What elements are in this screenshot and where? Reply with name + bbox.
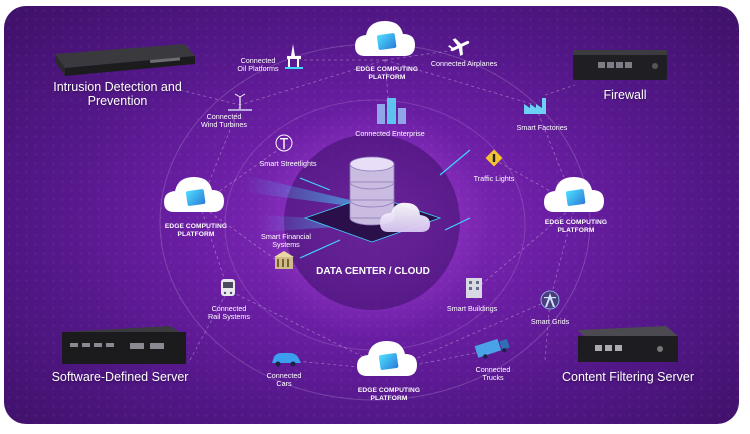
data-center-title: DATA CENTER / CLOUD xyxy=(316,266,430,277)
oil-platforms-line1: Connected xyxy=(240,56,276,65)
data-center-icon xyxy=(303,156,442,243)
smart-financial-line1: Smart Financial xyxy=(261,232,311,241)
smart-financial-systems-label: Smart Financial Systems xyxy=(258,232,314,250)
financial-building-icon xyxy=(274,251,294,269)
smart-buildings-label: Smart Buildings xyxy=(446,304,498,313)
car-icon xyxy=(272,353,301,367)
connected-cars-label: Connected Cars xyxy=(260,371,308,389)
edge-platform-line2: PLATFORM xyxy=(370,394,408,402)
traffic-light-icon xyxy=(485,149,503,167)
oil-platforms-label: Connected Oil Platforms xyxy=(228,56,288,74)
software-defined-server-label: Software-Defined Server xyxy=(51,370,189,384)
connected-trucks-label: Connected Trucks xyxy=(468,365,518,383)
connected-trucks-line1: Connected xyxy=(475,365,511,374)
airplane-icon xyxy=(447,38,470,56)
rail-systems-line2: Rail Systems xyxy=(208,312,250,322)
intrusion-detection-line1: Intrusion Detection and xyxy=(53,80,182,94)
smart-financial-line2: Systems xyxy=(272,240,300,250)
software-defined-server-image xyxy=(62,326,186,364)
edge-platform-line1: EDGE COMPUTING xyxy=(357,387,421,394)
enterprise-icon xyxy=(377,98,406,124)
edge-platform-line2: PLATFORM xyxy=(557,226,595,234)
edge-platform-label: EDGE COMPUTING PLATFORM xyxy=(159,223,233,238)
intrusion-detection-label: Intrusion Detection and Prevention xyxy=(40,80,195,109)
connected-cars-line1: Connected xyxy=(266,371,302,380)
edge-platform-label: EDGE COMPUTING PLATFORM xyxy=(352,387,426,402)
rail-systems-label: Connected Rail Systems xyxy=(198,304,260,322)
connected-enterprise-label: Connected Enterprise xyxy=(355,129,425,138)
connected-cars-line2: Cars xyxy=(276,379,292,389)
oil-platforms-line2: Oil Platforms xyxy=(237,64,279,74)
intrusion-detection-line2: Prevention xyxy=(87,94,148,109)
smart-streetlights-label: Smart Streetlights xyxy=(259,159,317,168)
rail-systems-line1: Connected xyxy=(211,304,247,313)
rail-icon xyxy=(221,279,235,296)
edge-platform-label: EDGE COMPUTING PLATFORM xyxy=(539,219,613,234)
wind-turbines-line2: Wind Turbines xyxy=(201,120,247,130)
edge-platform-icon xyxy=(544,177,604,212)
edge-platform-line1: EDGE COMPUTING xyxy=(164,223,228,230)
smart-building-icon xyxy=(466,278,482,298)
oil-platform-icon xyxy=(285,44,303,69)
wind-turbines-label: Connected Wind Turbines xyxy=(193,112,255,130)
smart-factories-label: Smart Factories xyxy=(516,123,568,132)
firewall-label: Firewall xyxy=(603,88,647,102)
wind-turbines-line1: Connected xyxy=(206,112,242,121)
connected-trucks-line2: Trucks xyxy=(482,373,504,383)
smart-grids-label: Smart Grids xyxy=(530,317,570,326)
content-filtering-appliance-image xyxy=(578,326,678,362)
power-grid-icon xyxy=(540,290,560,310)
connected-airplanes-label: Connected Airplanes xyxy=(430,59,498,68)
content-filtering-server-label: Content Filtering Server xyxy=(561,370,694,384)
factory-icon xyxy=(524,98,546,114)
edge-platform-label: EDGE COMPUTING PLATFORM xyxy=(350,66,424,81)
edge-platform-icon xyxy=(357,341,417,376)
traffic-lights-label: Traffic Lights xyxy=(473,174,515,183)
firewall-appliance-image xyxy=(573,50,667,80)
edge-platform-line1: EDGE COMPUTING xyxy=(544,219,608,226)
edge-platform-icon xyxy=(164,177,224,212)
wind-turbine-icon xyxy=(228,93,252,111)
streetlight-icon xyxy=(275,134,293,152)
edge-platform-line1: EDGE COMPUTING xyxy=(355,66,419,73)
edge-platform-line2: PLATFORM xyxy=(368,73,406,81)
intrusion-appliance-image xyxy=(55,44,195,76)
edge-platform-line2: PLATFORM xyxy=(177,230,215,238)
edge-platform-icon xyxy=(355,21,415,56)
truck-icon xyxy=(474,338,510,359)
